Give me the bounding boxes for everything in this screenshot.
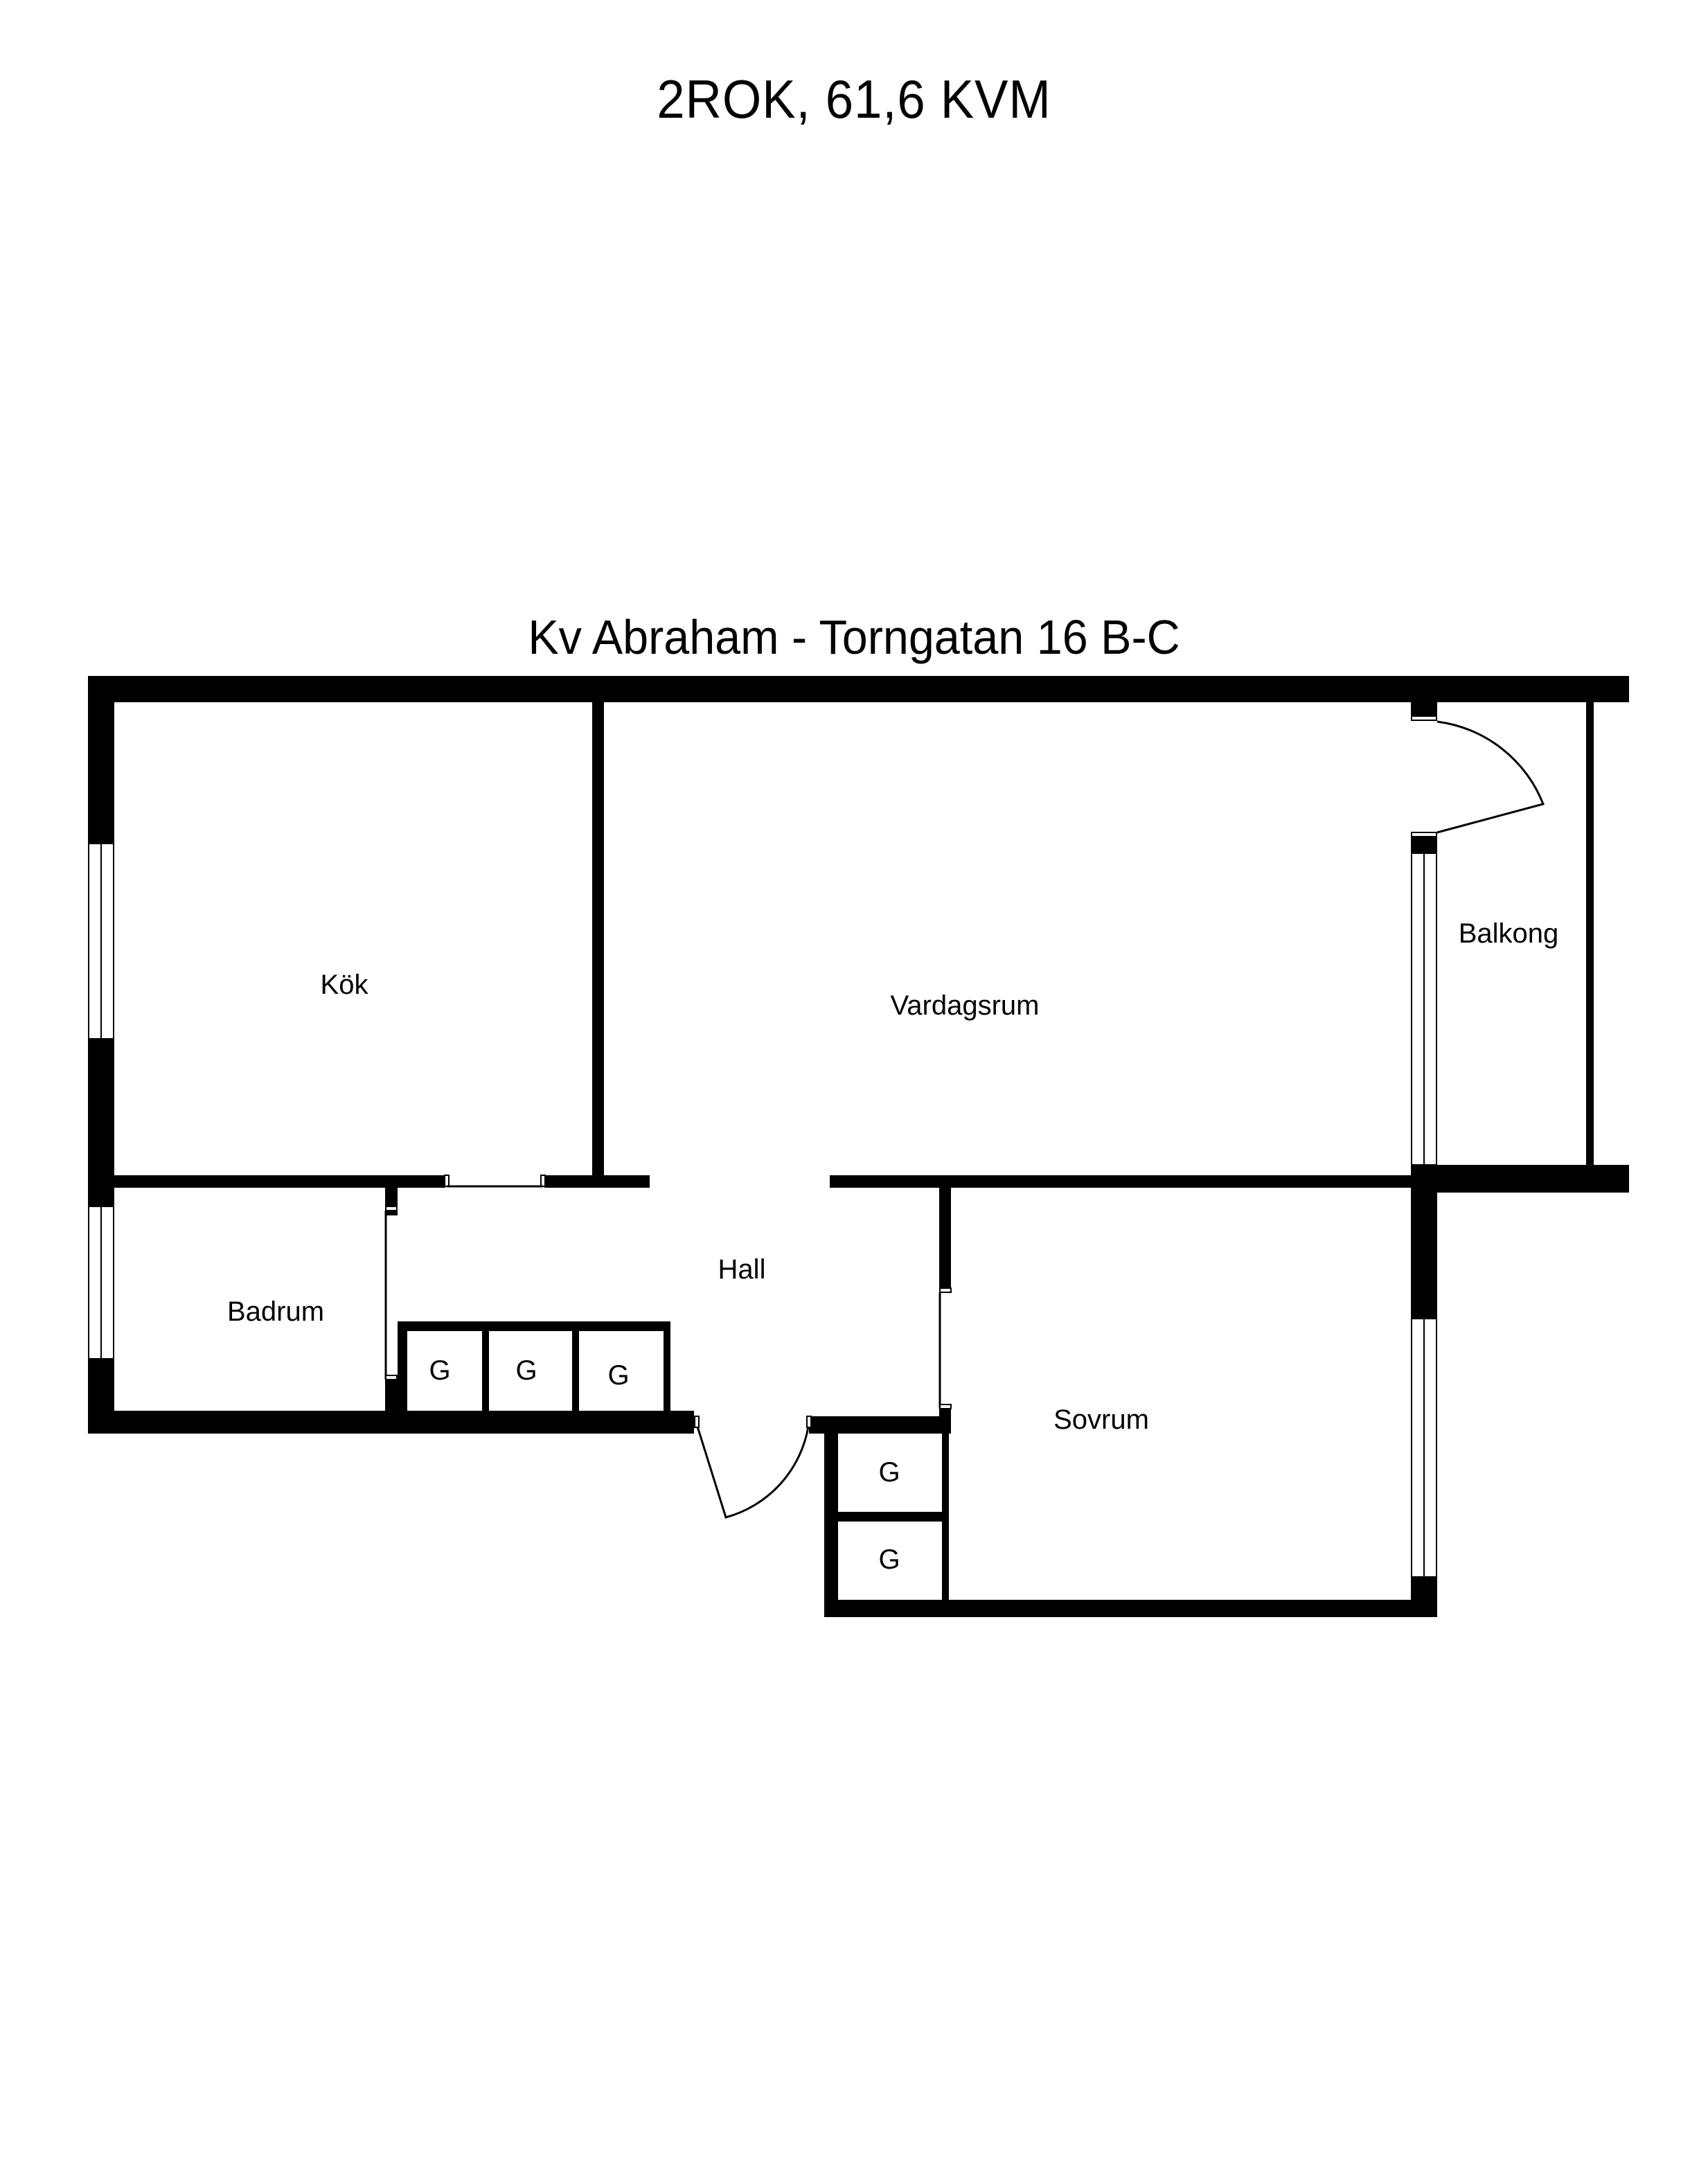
badrum-window bbox=[88, 1206, 114, 1359]
sovrum-closets bbox=[838, 1430, 949, 1603]
closet-label: G bbox=[429, 1355, 450, 1386]
kok-window bbox=[88, 843, 114, 1040]
interior-walls bbox=[114, 702, 1411, 1430]
closet-label: G bbox=[607, 1360, 629, 1391]
room-label-balkong: Balkong bbox=[1459, 918, 1559, 949]
sovrum-window bbox=[1411, 1318, 1437, 1578]
plan-address: Kv Abraham - Torngatan 16 B-C bbox=[528, 610, 1180, 664]
plan-title: 2ROK, 61,6 KVM bbox=[657, 69, 1051, 130]
windows bbox=[88, 843, 1437, 1578]
entrance-door bbox=[694, 1416, 812, 1519]
closet-label: G bbox=[878, 1544, 900, 1575]
room-label-badrum: Badrum bbox=[227, 1296, 324, 1327]
outer-walls bbox=[88, 676, 1629, 1617]
room-label-sovrum: Sovrum bbox=[1053, 1404, 1149, 1435]
room-label-hall: Hall bbox=[718, 1254, 766, 1285]
closet-label: G bbox=[515, 1355, 537, 1386]
balcony-door-swing bbox=[1436, 720, 1545, 834]
hall-closets bbox=[398, 1321, 670, 1420]
room-label-vardagsrum: Vardagsrum bbox=[891, 990, 1040, 1021]
balcony bbox=[1411, 702, 1594, 1166]
room-label-kok: Kök bbox=[321, 970, 369, 1000]
closet-label: G bbox=[878, 1457, 900, 1488]
